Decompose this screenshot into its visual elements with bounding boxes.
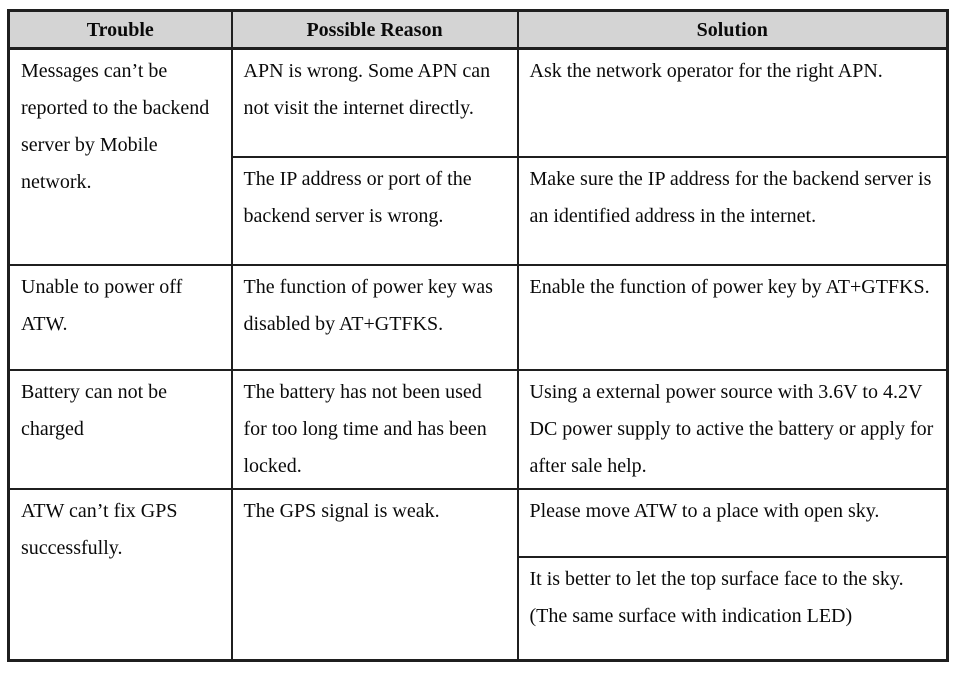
table-row: Battery can not be charged The battery h… [7,368,949,490]
solution-cell-verify-ip: Make sure the IP address for the backend… [516,155,949,266]
reason-cell-battery-locked: The battery has not been used for too lo… [230,368,519,490]
solution-cell-external-power: Using a external power source with 3.6V … [516,368,949,490]
solution-cell-open-sky: Please move ATW to a place with open sky… [516,487,949,558]
solution-cell-ask-operator: Ask the network operator for the right A… [516,47,949,158]
table-row: Messages can’t be reported to the backen… [7,47,949,266]
trouble-cell-messages: Messages can’t be reported to the backen… [7,47,233,266]
reason-cell-gps-weak: The GPS signal is weak. [230,487,519,662]
solution-cell-top-surface: It is better to let the top surface face… [516,555,949,662]
reason-cell-ip-port-wrong: The IP address or port of the backend se… [230,155,519,266]
trouble-cell-power-off: Unable to power off ATW. [7,263,233,371]
table-row: Unable to power off ATW. The function of… [7,263,949,371]
solution-cell-enable-power-key: Enable the function of power key by AT+G… [516,263,949,371]
column-header-possible-reason: Possible Reason [230,9,519,50]
reason-cell-power-key-disabled: The function of power key was disabled b… [230,263,519,371]
trouble-cell-gps: ATW can’t fix GPS successfully. [7,487,233,662]
reason-cell-apn-wrong: APN is wrong. Some APN can not visit the… [230,47,519,158]
troubleshooting-table: Trouble Possible Reason Solution Message… [7,9,949,662]
table-row: ATW can’t fix GPS successfully. The GPS … [7,487,949,662]
header-row: Trouble Possible Reason Solution [7,9,949,50]
table-row: The IP address or port of the backend se… [9,155,949,266]
column-header-solution: Solution [516,9,949,50]
table-row: It is better to let the top surface face… [9,555,949,662]
column-header-trouble: Trouble [7,9,233,50]
trouble-cell-battery: Battery can not be charged [7,368,233,490]
